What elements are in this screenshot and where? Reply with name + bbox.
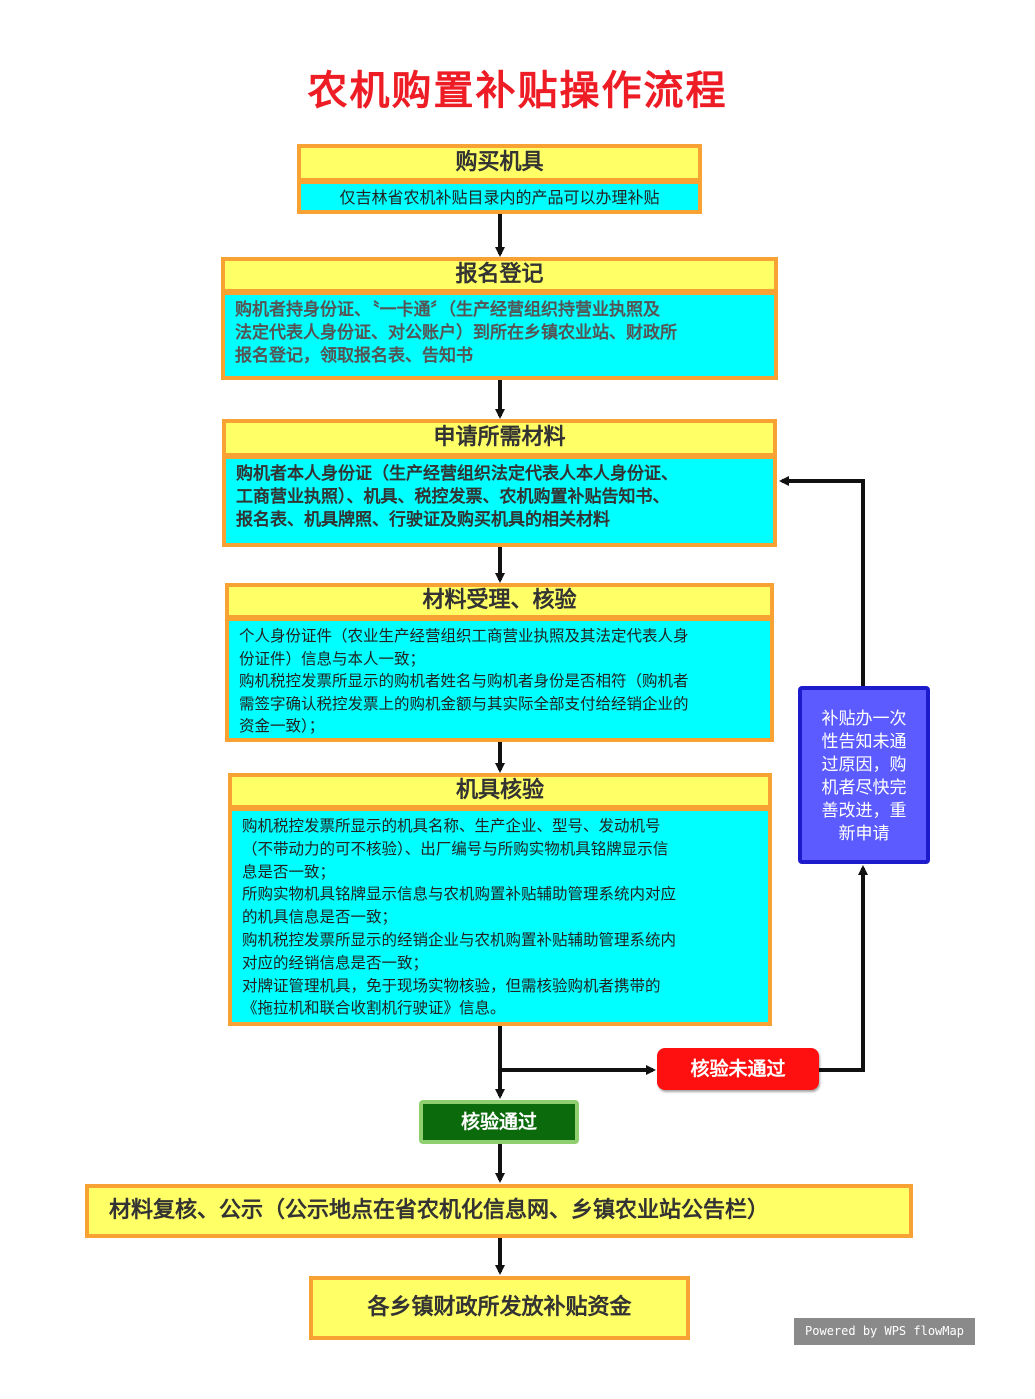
step-body-register: 购机者持身份证、〝一卡通〞（生产经营组织持营业执照及 法定代表人身份证、对公账户…	[221, 291, 778, 380]
step-text-line: 的机具信息是否一致；	[242, 908, 398, 927]
check-failed-node: 核验未通过	[657, 1048, 819, 1090]
step-text-line: 购机者持身份证、〝一卡通〞（生产经营组织持营业执照及	[235, 300, 660, 320]
step-header-materials: 申请所需材料	[222, 419, 777, 457]
step-text-line: 购机税控发票所显示的经销企业与农机购置补贴辅助管理系统内	[242, 930, 677, 949]
step-text-line: 购机者本人身份证（生产经营组织法定代表人本人身份证、	[236, 464, 678, 484]
step-body-materials: 购机者本人身份证（生产经营组织法定代表人本人身份证、 工商营业执照）、机具、税控…	[222, 455, 777, 547]
step-text-line: 法定代表人身份证、对公账户）到所在乡镇农业站、财政所	[235, 323, 677, 343]
step-text-line: 报名表、机具牌照、行驶证及购买机具的相关材料	[236, 510, 610, 530]
step-text-line: 购机税控发票所显示的购机者姓名与购机者身份是否相符（购机者	[239, 672, 689, 690]
step-header-label: 材料受理、核验	[422, 588, 577, 613]
step-text-line: 资金一致）；	[239, 717, 325, 735]
arrow-retry-to-step3	[779, 476, 865, 686]
review-label: 材料复核、公示（公示地点在省农机化信息网、乡镇农业站公告栏）	[109, 1198, 770, 1223]
step-text-line: 份证件）信息与本人一致；	[239, 649, 426, 668]
step-text-line: 所购实物机具铭牌显示信息与农机购置补贴辅助管理系统内对应	[242, 885, 677, 904]
step-text-line: 个人身份证件（农业生产经营组织工商营业执照及其法定代表人身	[239, 627, 689, 645]
retry-text-line: 善改进，重	[821, 801, 907, 821]
step-text-line: 对牌证管理机具，免于现场实物核验，但需核验购机者携带的	[242, 976, 661, 995]
step-header-machine-check: 机具核验	[228, 773, 772, 809]
retry-notice-box: 补贴办一次 性告知未通 过原因，购 机者尽快完 善改进，重 新申请	[798, 686, 930, 864]
step-text-line: 对应的经销信息是否一致；	[242, 953, 429, 972]
step-text-line: 需签字确认税控发票上的购机金额与其实际全部支付给经销企业的	[239, 694, 689, 713]
retry-text-line: 新申请	[838, 824, 890, 844]
subsidy-payment-node: 各乡镇财政所发放补贴资金	[309, 1276, 690, 1340]
step-body-machine-check: 购机税控发票所显示的机具名称、生产企业、型号、发动机号 （不带动力的可不核验）、…	[228, 807, 772, 1026]
page-title: 农机购置补贴操作流程	[307, 68, 728, 114]
step-header-label: 购买机具	[455, 150, 544, 175]
step-body-acceptance: 个人身份证件（农业生产经营组织工商营业执照及其法定代表人身 份证件）信息与本人一…	[225, 617, 774, 742]
arrow-fail-to-retry	[819, 865, 868, 1072]
step-header-acceptance: 材料受理、核验	[225, 583, 774, 619]
step-header-label: 机具核验	[455, 778, 544, 803]
review-publicize-node: 材料复核、公示（公示地点在省农机化信息网、乡镇农业站公告栏）	[85, 1184, 913, 1238]
final-label: 各乡镇财政所发放补贴资金	[367, 1295, 632, 1320]
step-header-purchase: 购买机具	[297, 144, 702, 182]
step-header-label: 报名登记	[455, 262, 544, 287]
step-text-line: 工商营业执照）、机具、税控发票、农机购置补贴告知书、	[236, 487, 670, 507]
step-text-line: 息是否一致；	[242, 862, 336, 881]
step-body-purchase: 仅吉林省农机补贴目录内的产品可以办理补贴	[297, 180, 702, 214]
retry-text-line: 补贴办一次	[821, 709, 907, 729]
powered-by-watermark: Powered by WPS flowMap	[794, 1318, 975, 1345]
retry-text-line: 过原因，购	[821, 755, 907, 775]
step-text-line: 报名登记，领取报名表、告知书	[235, 346, 473, 366]
check-passed-node: 核验通过	[419, 1100, 579, 1144]
retry-text-line: 机者尽快完	[821, 778, 907, 798]
step-text-line: 仅吉林省农机补贴目录内的产品可以办理补贴	[339, 188, 660, 207]
retry-text-line: 性告知未通	[821, 732, 907, 752]
step-text-line: （不带动力的可不核验）、出厂编号与所购实物机具铭牌显示信	[242, 839, 669, 858]
step-text-line: 购机税控发票所显示的机具名称、生产企业、型号、发动机号	[242, 817, 661, 835]
step-header-register: 报名登记	[221, 257, 778, 293]
step-text-line: 《拖拉机和联合收割机行驶证》信息。	[242, 999, 506, 1018]
step-header-label: 申请所需材料	[433, 425, 566, 450]
